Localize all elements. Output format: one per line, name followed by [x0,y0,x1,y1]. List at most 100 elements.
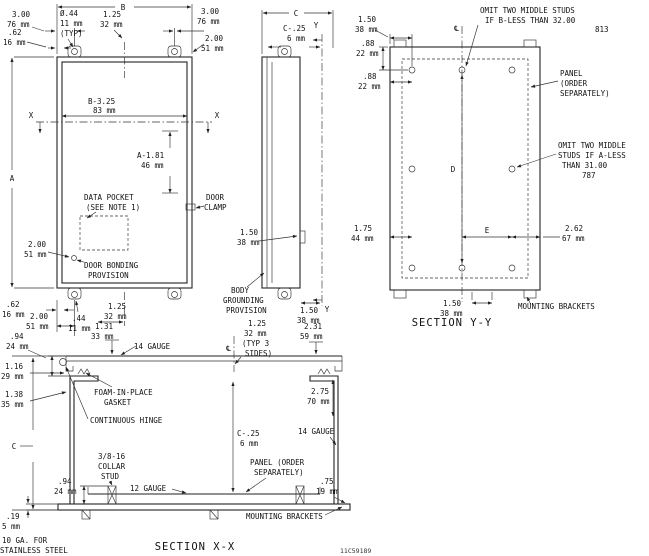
dim-d-label: D [451,165,456,174]
xx-ss-note-1: 10 GA. FOR [2,536,48,545]
dim-62tl-in: .62 [8,28,22,37]
xx-panel-callout-2: SEPARATELY) [254,468,304,477]
yy-mounting-brackets: MOUNTING BRACKETS [518,302,595,311]
yy-panel-callout-3: SEPARATELY) [560,89,610,98]
xx-typ125-note2: SIDES) [245,349,272,358]
xx-stud-2: COLLAR [98,462,126,471]
section-yy-title: SECTION Y-Y [412,317,493,329]
data-pocket-callout-1: DATA POCKET [84,193,134,202]
dim-b-label: B [121,3,126,12]
dim-44b-in: .44 [72,314,86,323]
dim-200tr-in: 2.00 [205,34,224,43]
xx-typ125-in: 1.25 [248,319,266,328]
yy-88b-mm: 22 mm [358,82,381,91]
dim-innerw-in: B-3.25 [88,97,115,106]
dim-125b-in: 1.25 [108,302,126,311]
hinge-knuckle [59,358,67,366]
section-x-left-label: X [29,111,34,120]
section-xx-labels: .94 24 mm 1.31 33 mm 1.16 29 mm 14 GAUGE… [0,319,371,555]
dim-innerh-mm: 46 mm [141,161,164,170]
xx-231-mm: 59 mm [300,332,323,341]
xx-19-in: .19 [6,512,20,521]
xx-116-in: 1.16 [5,362,24,371]
xx-138-mm: 35 mm [1,400,24,409]
panel-stud [408,66,416,74]
side-view-labels: C C-.25 6 mm Y Y 1.50 38 mm 1.50 38 mm [237,9,330,325]
xx-131-in: 1.31 [95,322,113,331]
yy-88b-in: .88 [363,72,377,81]
xx-94b-in: .94 [58,477,72,486]
dim-125b-mm: 32 mm [104,312,127,321]
dim-bot150-in: 1.50 [300,306,319,315]
xx-foam-2: GASKET [104,398,132,407]
xx-mounting-brackets: MOUNTING BRACKETS [246,512,323,521]
yy-175-mm: 44 mm [351,234,374,243]
section-yy-labels: ℄ 1.50 38 mm OMIT TWO MIDDLE STUDS IF B-… [351,6,626,329]
front-view-labels: B A X X 3.00 76 mm .62 16 mm Ø.44 11 mm … [2,3,267,333]
dim-clamp150-in: 1.50 [240,228,259,237]
section-x-right-label: X [215,111,220,120]
xx-131-mm: 33 mm [91,332,114,341]
yy-175-in: 1.75 [354,224,372,233]
dim-clamp150-mm: 38 mm [237,238,260,247]
xx-138-in: 1.38 [5,390,24,399]
xx-hinge-callout: CONTINUOUS HINGE [90,416,163,425]
door-bonding-callout-1: DOOR BONDING [84,261,139,270]
dim-125t-in: 1.25 [103,10,121,19]
yy-88a-mm: 22 mm [356,49,379,58]
xx-dim-c-label: C [12,442,17,451]
side-view-geometry [258,10,334,306]
grounding-callout-1: BODY [231,286,250,295]
dim-innerw-mm: 83 mm [93,106,116,115]
dim-200l-mm: 51 mm [24,250,47,259]
enclosure-body-outline [56,56,193,289]
xx-left-wall [69,375,99,504]
dim-bot150-mm: 38 mm [297,316,320,325]
section-xx-geometry [12,336,351,520]
yy-262-mm: 67 mm [562,234,585,243]
dim-62tl-mm: 16 mm [3,38,26,47]
dim-44b-mm: 11 mm [68,324,91,333]
door-clamp-callout-2: CLAMP [204,203,227,212]
mounting-bracket-left [393,289,407,299]
omit-b-line1: OMIT TWO MIDDLE STUDS [480,6,575,15]
xx-centerline-symbol: ℄ [225,344,232,353]
dim-62b-mm: 16 mm [2,310,25,319]
xx-panel-callout-1: PANEL (ORDER [250,458,305,467]
dim-300tl-in: 3.00 [12,10,31,19]
yy-150b-mm: 38 mm [440,309,463,318]
hole-dia-in: Ø.44 [60,9,79,18]
dim-300tr-mm: 76 mm [197,17,220,26]
xx-275-in: 2.75 [311,387,329,396]
xx-94a-mm: 24 mm [6,342,29,351]
dim-200tr-mm: 51 mm [201,44,224,53]
xx-gauge14-top: 14 GAUGE [134,342,171,351]
centerline-symbol: ℄ [453,24,460,33]
xx-c25-in: C-.25 [237,429,260,438]
side-door-clamp [299,230,306,244]
door-bonding-stud [71,255,77,261]
dim-innerh-in: A-1.81 [137,151,164,160]
yy-body-outline [389,46,541,291]
xx-stud-3: STUD [101,472,120,481]
gasket-right [317,368,331,375]
mounting-hole [71,48,78,55]
omit-a-line3: THAN 31.00 [562,161,608,170]
yy-150b-in: 1.50 [443,299,462,308]
xx-c25-mm: 6 mm [240,439,259,448]
yy-panel-callout-2: (ORDER [560,79,588,88]
yy-panel-callout-1: PANEL [560,69,583,78]
xx-94b-mm: 24 mm [54,487,77,496]
yy-150t-in: 1.50 [358,15,377,24]
door-clamp-callout-1: DOOR [206,193,225,202]
yy-262-in: 2.62 [565,224,583,233]
mounting-bracket-right [523,289,537,299]
dim-300tl-mm: 76 mm [7,20,30,29]
front-view-geometry [10,4,265,336]
xx-foam-1: FOAM-IN-PLACE [94,388,153,397]
yy-88a-in: .88 [361,39,375,48]
dim-200b-in: 2.00 [30,312,49,321]
dim-300tr-in: 3.00 [201,7,220,16]
dim-200b-mm: 51 mm [26,322,49,331]
